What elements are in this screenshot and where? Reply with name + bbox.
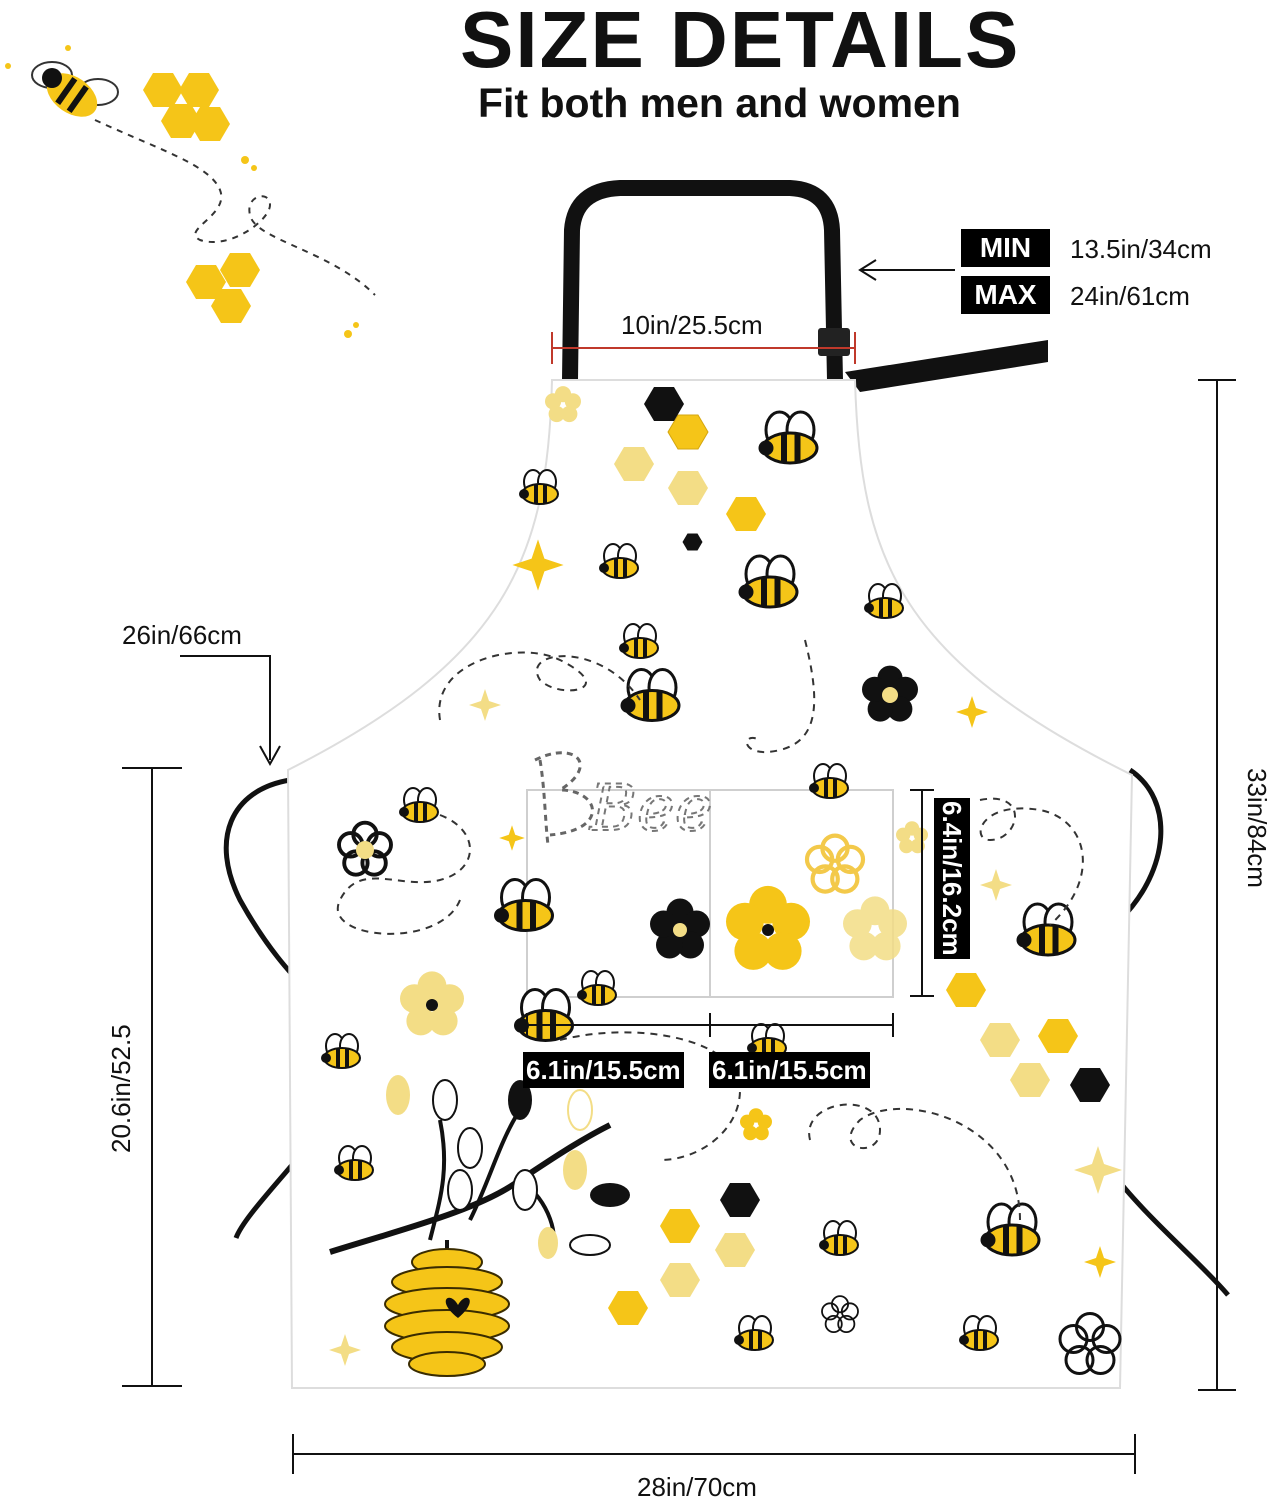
waist-tie-label: 26in/66cm bbox=[122, 620, 242, 650]
dimension-total-length bbox=[1198, 379, 1236, 1391]
dimension-bottom-width bbox=[292, 1434, 1136, 1474]
neck-min-value: 13.5in/34cm bbox=[1070, 234, 1212, 264]
svg-text:Bee: Bee bbox=[589, 772, 713, 846]
print-script-bee: Bee bbox=[534, 751, 714, 847]
dimension-neck-arrow bbox=[858, 259, 955, 281]
print-beehive bbox=[329, 1075, 630, 1377]
dimension-pocket-height bbox=[910, 789, 934, 997]
page-title: SIZE DETAILS bbox=[460, 0, 1021, 84]
dimension-lower-length bbox=[122, 767, 182, 1387]
bottom-width-label: 28in/70cm bbox=[637, 1472, 757, 1502]
dimension-waist-tie-pointer bbox=[180, 655, 281, 767]
top-width-label: 10in/25.5cm bbox=[621, 310, 763, 340]
dimension-pocket-widths bbox=[526, 1013, 894, 1037]
dimension-top-width bbox=[551, 332, 856, 364]
neck-min-tag: MIN bbox=[961, 229, 1050, 267]
pocket-height-label: 6.4in/16.2cm bbox=[934, 798, 970, 959]
lower-length-label: 20.6in/52.5 bbox=[106, 1024, 136, 1153]
total-length-label: 33in/84cm bbox=[1242, 768, 1272, 888]
pocket-right-width-label: 6.1in/15.5cm bbox=[709, 1052, 870, 1088]
neck-max-value: 24in/61cm bbox=[1070, 281, 1190, 311]
neck-max-tag: MAX bbox=[961, 276, 1050, 314]
decor-flying-bee bbox=[31, 61, 376, 296]
print-flowers bbox=[329, 386, 1122, 1375]
pocket-left-width-label: 6.1in/15.5cm bbox=[523, 1052, 684, 1088]
decor-dots bbox=[5, 45, 359, 338]
page-subtitle: Fit both men and women bbox=[478, 80, 961, 126]
decor-honeycomb-bottom bbox=[186, 253, 260, 323]
